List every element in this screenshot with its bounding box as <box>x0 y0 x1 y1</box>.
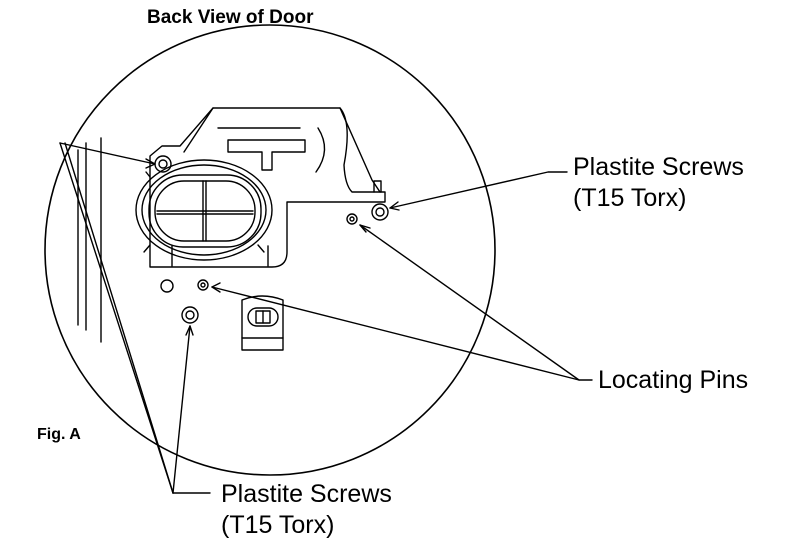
label-locating-pins: Locating Pins <box>598 366 749 394</box>
hole <box>160 279 174 293</box>
screw-right <box>371 203 389 221</box>
figure-label: Fig. A <box>37 426 81 443</box>
label-screws-top-right: Plastite Screws (T15 Torx) <box>573 153 744 212</box>
door-edge-lines <box>77 137 102 343</box>
t-handle <box>227 139 306 171</box>
locating-pin-left <box>197 279 209 291</box>
locating-pin-right <box>346 213 358 225</box>
leader-screws-bottom <box>59 142 211 494</box>
diagram-title: Back View of Door <box>147 7 314 28</box>
detail-circle <box>44 24 496 476</box>
striker-bracket <box>241 295 284 351</box>
leader-locating-pins <box>211 224 593 381</box>
screw-bottom <box>181 306 199 324</box>
latch-receptacle <box>135 159 273 261</box>
leader-screws-top-right <box>389 171 568 211</box>
latch-housing <box>149 107 386 268</box>
label-screws-bottom: Plastite Screws (T15 Torx) <box>221 480 392 539</box>
